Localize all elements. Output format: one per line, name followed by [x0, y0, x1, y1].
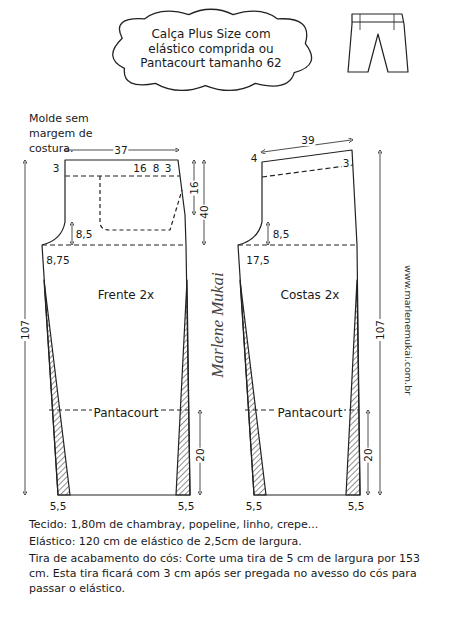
title-text: Calça Plus Size com elástico comprida ou…	[127, 27, 295, 70]
dimension: 8	[152, 162, 161, 174]
dimension: 4	[250, 152, 259, 164]
dimension: 5,5	[347, 500, 366, 512]
back-piece: Costas 2x Pantacourt	[268, 288, 352, 420]
dimension: 17,5	[245, 254, 270, 266]
dimension: 3	[52, 162, 61, 174]
dimension: 3	[164, 162, 173, 174]
note: Molde sem margem de costura.	[28, 112, 122, 157]
cut-line-label: Pantacourt	[92, 406, 161, 420]
dimension: 8,5	[75, 228, 94, 240]
signature: Marlene Mukai	[208, 271, 228, 378]
dimension: 3	[342, 157, 351, 169]
dimension: 39	[300, 134, 315, 146]
note: Elástico: 120 cm de elástico de 2,5cm de…	[28, 535, 435, 550]
dimension: 16	[188, 180, 200, 195]
piece-name: Costas 2x	[279, 288, 342, 302]
watermark: www.marlenemukai.com.br	[403, 264, 414, 396]
dimension: 5,5	[245, 500, 264, 512]
dimension: 5,5	[177, 500, 196, 512]
dimension: 107	[19, 319, 31, 341]
dimension: 8,5	[272, 228, 291, 240]
cut-line-label: Pantacourt	[276, 406, 345, 420]
note: Tira de acabamento do cós: Corte uma tir…	[28, 552, 435, 597]
dimension: 37	[113, 144, 128, 156]
note: Tecido: 1,80m de chambray, popeline, lin…	[28, 518, 435, 533]
dimension: 16	[132, 162, 147, 174]
dimension: 20	[194, 447, 206, 462]
dimension: 20	[362, 447, 374, 462]
dimension: 107	[374, 319, 386, 341]
dimension: 5,5	[49, 500, 68, 512]
title-cloud: Calça Plus Size com elástico comprida ou…	[100, 6, 322, 92]
front-piece: Frente 2x Pantacourt	[72, 288, 180, 420]
piece-name: Frente 2x	[96, 288, 156, 302]
dimension: 40	[198, 204, 210, 219]
dimension: 8,75	[45, 254, 70, 266]
